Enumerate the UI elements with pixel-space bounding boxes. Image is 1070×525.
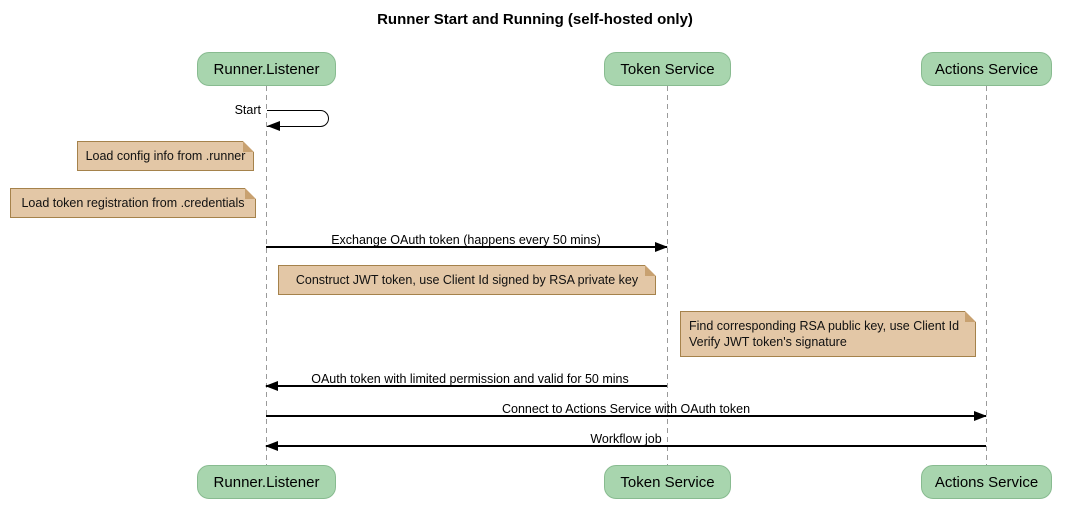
note-text: Load config info from .runner: [85, 149, 246, 163]
participant-actions-service-bottom: Actions Service: [921, 465, 1052, 499]
participant-actions-service-top: Actions Service: [921, 52, 1052, 86]
note-text-line2: Verify JWT token's signature: [689, 335, 847, 349]
participant-label: Token Service: [620, 473, 715, 491]
participant-label: Actions Service: [934, 60, 1039, 78]
lifeline-token-service: [667, 86, 668, 465]
participant-token-service-bottom: Token Service: [604, 465, 731, 499]
message-arrow-exchange-oauth: [266, 242, 668, 252]
participant-label: Runner.Listener: [213, 60, 320, 78]
note-text: Construct JWT token, use Client Id signe…: [295, 273, 639, 287]
message-arrow-workflow-job: [265, 441, 986, 451]
message-label-workflow-job: Workflow job: [590, 432, 662, 446]
participant-runner-listener-bottom: Runner.Listener: [197, 465, 336, 499]
participant-token-service-top: Token Service: [604, 52, 731, 86]
message-label-start: Start: [234, 103, 261, 117]
note-load-token-registration: Load token registration from .credential…: [10, 188, 256, 218]
participant-label: Actions Service: [934, 473, 1039, 491]
message-arrow-connect-actions: [266, 411, 987, 421]
note-load-config: Load config info from .runner: [77, 141, 254, 171]
participant-label: Runner.Listener: [213, 473, 320, 491]
self-message-arrowhead: [267, 121, 280, 131]
note-text-line1: Find corresponding RSA public key, use C…: [689, 319, 960, 333]
self-message-loop: [267, 110, 329, 127]
message-label-connect-actions: Connect to Actions Service with OAuth to…: [501, 402, 751, 416]
note-text: Load token registration from .credential…: [21, 196, 245, 210]
note-verify-jwt: Find corresponding RSA public key, use C…: [680, 311, 976, 357]
lifeline-actions-service: [986, 86, 987, 465]
message-label-oauth-token: OAuth token with limited permission and …: [311, 372, 629, 386]
message-arrow-oauth-token: [265, 381, 667, 391]
message-label-exchange-oauth: Exchange OAuth token (happens every 50 m…: [331, 233, 601, 247]
lifeline-runner-listener: [266, 86, 267, 465]
participant-runner-listener-top: Runner.Listener: [197, 52, 336, 86]
diagram-title: Runner Start and Running (self-hosted on…: [377, 11, 693, 28]
participant-label: Token Service: [620, 60, 715, 78]
note-construct-jwt: Construct JWT token, use Client Id signe…: [278, 265, 656, 295]
